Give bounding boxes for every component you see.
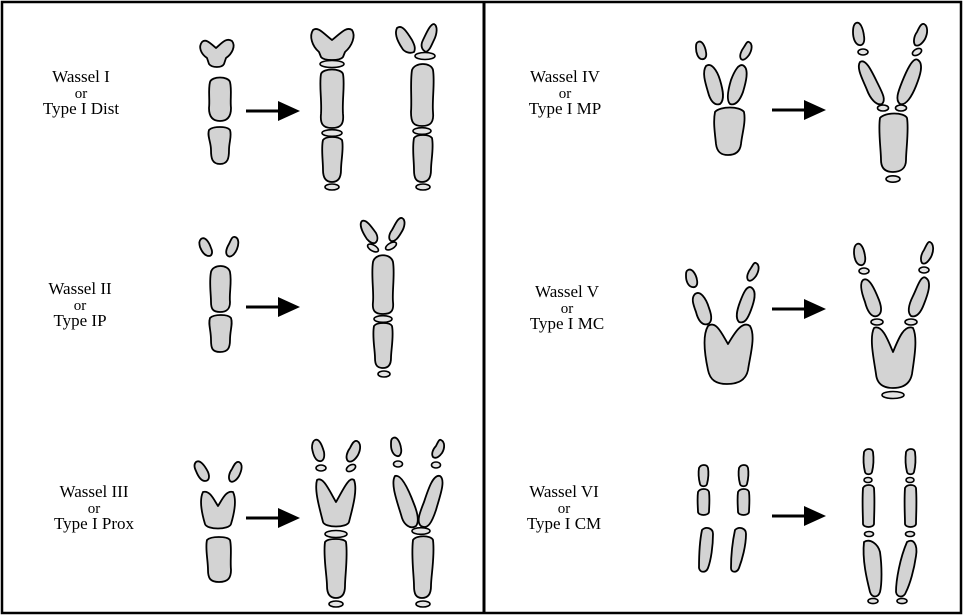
label-wassel-2: Wassel II or Type IP (48, 279, 112, 330)
label-wassel-6: Wassel VI or Type I CM (527, 482, 601, 533)
label-type: Type IP (53, 311, 106, 330)
wassel-2-duplicated-thumb (361, 218, 405, 377)
wassel-6-normal-thumb (698, 465, 750, 572)
arrow-wassel-1 (246, 101, 300, 121)
label-name: Wassel IV (530, 67, 601, 86)
label-type: Type I Dist (43, 99, 120, 118)
label-name: Wassel II (48, 279, 112, 298)
label-wassel-5: Wassel V or Type I MC (530, 282, 604, 333)
label-wassel-4: Wassel IV or Type I MP (529, 67, 601, 118)
wassel-2-normal-thumb (199, 237, 238, 352)
label-type: Type I MC (530, 314, 604, 333)
arrow-wassel-5 (772, 299, 826, 319)
label-name: Wassel VI (529, 482, 599, 501)
arrow-wassel-4 (772, 100, 826, 120)
wassel-3-duplicated-thumb-a (312, 440, 360, 607)
arrow-wassel-2 (246, 297, 300, 317)
wassel-1-duplicated-thumb-a (311, 29, 353, 190)
label-name: Wassel III (60, 482, 129, 501)
label-wassel-1: Wassel I or Type I Dist (43, 67, 120, 118)
wassel-3-duplicated-thumb-b (391, 438, 444, 607)
wassel-5-duplicated-thumb (854, 242, 933, 399)
label-name: Wassel I (52, 67, 110, 86)
label-wassel-3: Wassel III or Type I Prox (54, 482, 135, 533)
arrow-wassel-6 (772, 506, 826, 526)
wassel-6-duplicated-thumb (863, 449, 917, 604)
label-name: Wassel V (535, 282, 600, 301)
wassel-5-normal-thumb (686, 263, 759, 384)
wassel-1-duplicated-thumb-b (396, 24, 437, 190)
wassel-4-duplicated-thumb (853, 23, 927, 183)
label-type: Type I MP (529, 99, 601, 118)
wassel-1-normal-thumb (200, 40, 233, 164)
label-type: Type I Prox (54, 514, 135, 533)
wassel-3-normal-thumb (195, 461, 242, 582)
wassel-4-normal-thumb (696, 42, 752, 155)
label-type: Type I CM (527, 514, 601, 533)
arrow-wassel-3 (246, 508, 300, 528)
